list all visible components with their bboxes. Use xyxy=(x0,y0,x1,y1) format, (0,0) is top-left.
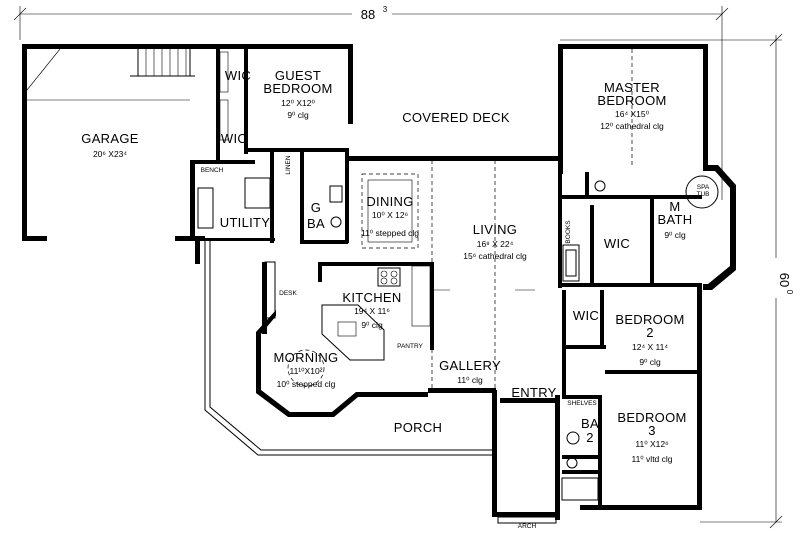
spa-tub-name-2: TUB xyxy=(697,191,710,198)
living-name: LIVING xyxy=(473,222,517,237)
dining-name: DINING xyxy=(366,194,413,209)
overall-width-sup: 3 xyxy=(383,5,388,14)
kitchen-clg: 9⁰ clg xyxy=(361,320,383,330)
garage-name: GARAGE xyxy=(81,131,138,146)
bedroom-3-size: 11⁰ X12⁶ xyxy=(635,439,668,449)
wic-2-name: WIC xyxy=(221,131,247,146)
porch-name: PORCH xyxy=(394,420,442,435)
bedroom-2-clg: 9⁰ clg xyxy=(639,357,661,367)
bedroom-2-name-2: 2 xyxy=(646,325,654,340)
guest-bedroom-name-1: GUEST xyxy=(275,68,321,83)
covered-deck-name: COVERED DECK xyxy=(402,110,510,125)
pantry-label: PANTRY xyxy=(397,343,423,350)
books-label: BOOKS xyxy=(565,220,572,244)
bath-2-name-2: 2 xyxy=(586,430,594,445)
kitchen-name: KITCHEN xyxy=(342,290,401,305)
guest-bedroom-size: 12⁰ X12⁰ xyxy=(281,98,315,108)
shelves-label: SHELVES xyxy=(567,400,597,407)
master-bath-name-1: M xyxy=(669,199,680,214)
garage-size: 20⁶ X23⁴ xyxy=(93,149,127,159)
bath-2-name-1: BA xyxy=(581,416,599,431)
bedroom-2-size: 12⁴ X 11⁴ xyxy=(632,342,668,352)
utility-name: UTILITY xyxy=(220,215,271,230)
linen-label: LINEN xyxy=(285,155,292,174)
guest-bath-name-2: BA xyxy=(307,216,325,231)
arch-label: ARCH xyxy=(518,523,537,530)
bedroom-2-name-1: BEDROOM xyxy=(615,312,684,327)
master-bedroom-name-2: BEDROOM xyxy=(597,93,666,108)
desk-label: DESK xyxy=(279,290,297,297)
guest-bedroom-clg: 9⁰ clg xyxy=(287,110,309,120)
master-bedroom-size: 16⁴ X15⁰ xyxy=(615,109,650,119)
wic-4-name: WIC xyxy=(573,308,599,323)
master-bath-name-2: BATH xyxy=(658,212,693,227)
overall-width-label: 88 xyxy=(361,7,375,22)
fixtures xyxy=(197,49,719,524)
gallery-clg: 11⁰ clg xyxy=(457,375,483,385)
gallery-name: GALLERY xyxy=(439,358,501,373)
bench-label: BENCH xyxy=(201,167,224,174)
master-bath-clg: 9⁰ clg xyxy=(664,230,686,240)
dining-clg: 11⁰ stepped clg xyxy=(361,228,419,238)
dining-size: 10⁰ X 12⁶ xyxy=(372,210,408,220)
overall-depth-sup: 0 xyxy=(785,290,794,295)
guest-bath-name-1: G xyxy=(311,200,321,215)
interior-walls xyxy=(195,44,702,505)
morning-name: MORNING xyxy=(274,350,339,365)
overall-depth-label: 60 xyxy=(777,273,792,287)
wic-1-name: WIC xyxy=(225,68,251,83)
living-clg: 15⁶ cathedral clg xyxy=(463,251,527,261)
master-bedroom-name-1: MASTER xyxy=(604,80,660,95)
garage-stairs xyxy=(26,45,195,101)
overall-depth-dimension: 60 0 xyxy=(560,33,794,529)
bedroom-3-clg: 11⁰ vltd clg xyxy=(631,454,672,464)
living-size: 16⁸ X 22⁴ xyxy=(477,239,514,249)
kitchen-size: 19⁴ X 11⁶ xyxy=(354,306,390,316)
guest-bedroom-name-2: BEDROOM xyxy=(263,81,332,96)
spa-tub-name-1: SPA xyxy=(697,184,710,191)
bedroom-3-name-1: BEDROOM xyxy=(617,410,686,425)
wic-3-name: WIC xyxy=(604,236,630,251)
bedroom-3-name-2: 3 xyxy=(648,423,656,438)
master-bedroom-clg: 12⁰ cathedral clg xyxy=(600,121,664,131)
morning-clg: 10⁰ stepped clg xyxy=(277,379,336,389)
entry-name: ENTRY xyxy=(511,385,556,400)
room-labels: GARAGE 20⁶ X23⁴ WIC WIC GUEST BEDROOM 12… xyxy=(81,68,710,530)
overall-width-dimension: 88 3 xyxy=(13,4,729,200)
morning-size: 11¹⁰X10² xyxy=(289,366,322,376)
